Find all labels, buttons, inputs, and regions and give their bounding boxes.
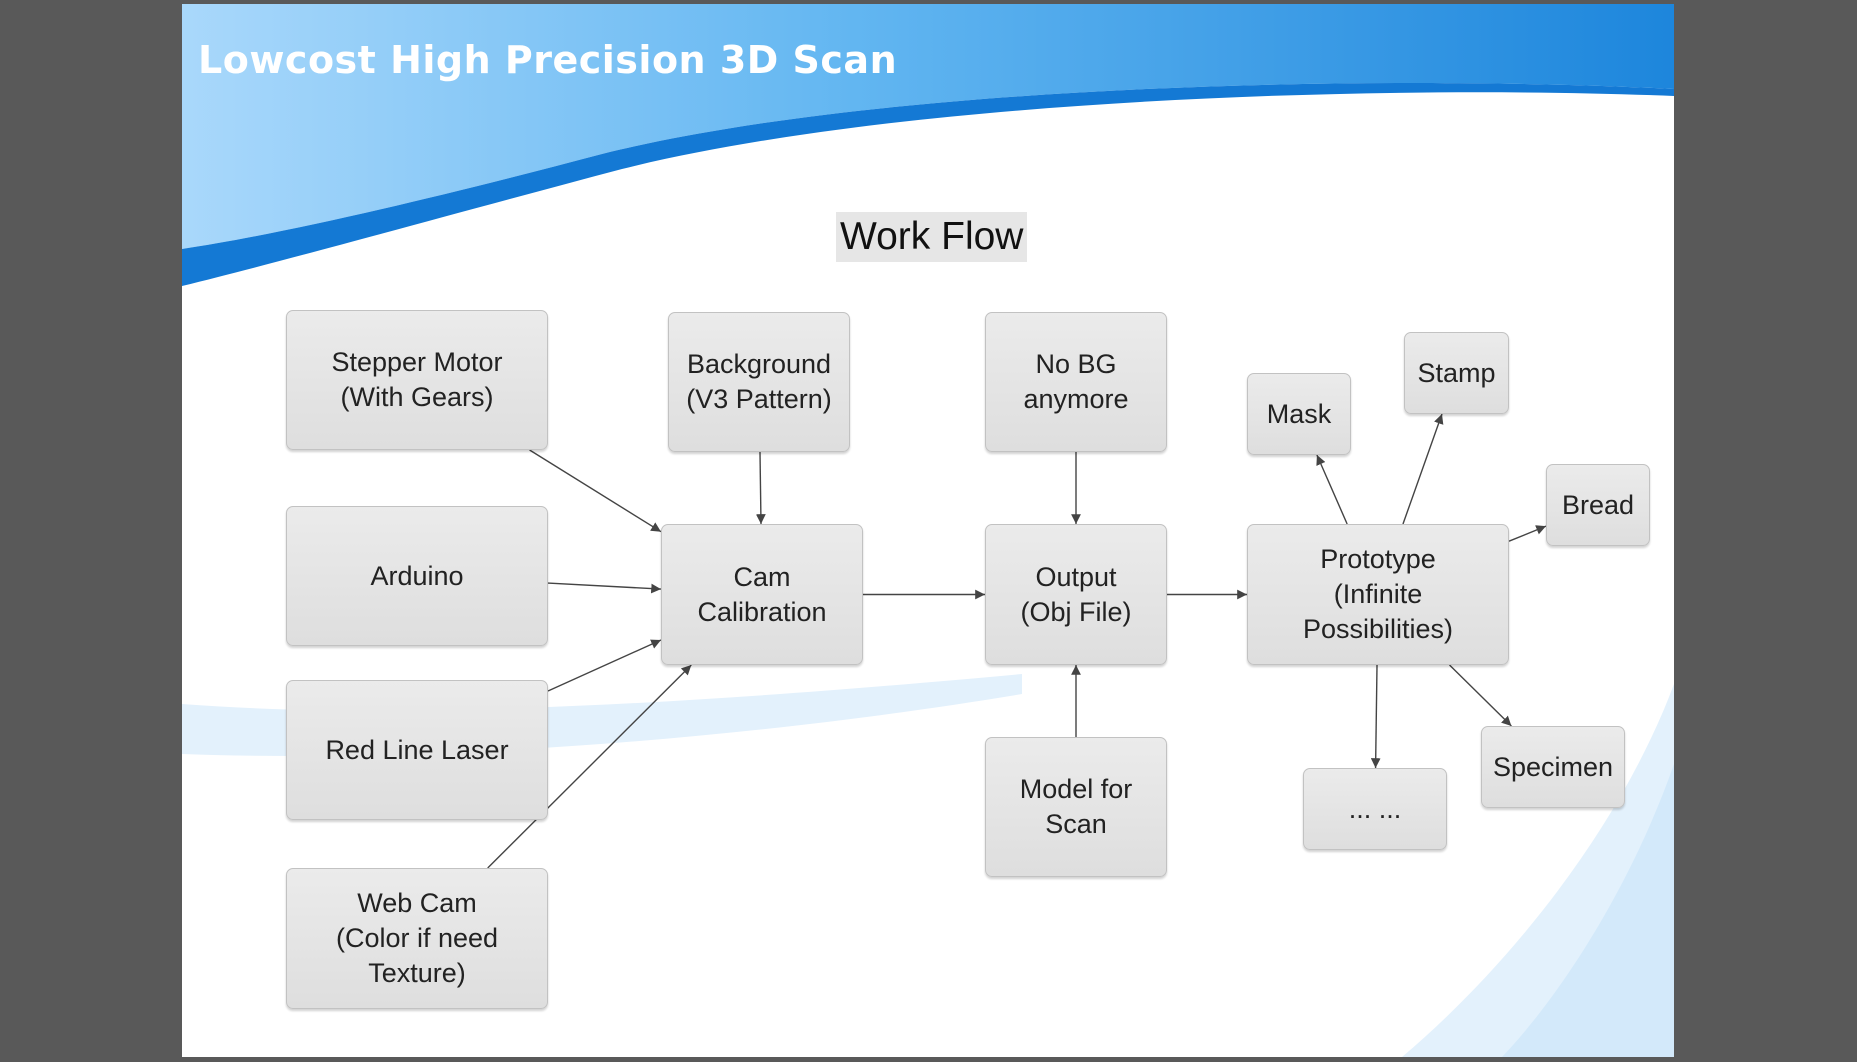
node-prototype: Prototype (Infinite Possibilities) bbox=[1247, 524, 1509, 665]
node-specimen: Specimen bbox=[1481, 726, 1625, 808]
slide-title: Lowcost High Precision 3D Scan bbox=[198, 38, 898, 82]
node-mask: Mask bbox=[1247, 373, 1351, 455]
slide: Lowcost High Precision 3D Scan Work Flow… bbox=[182, 4, 1674, 1057]
node-arduino: Arduino bbox=[286, 506, 548, 646]
node-stepper-motor: Stepper Motor (With Gears) bbox=[286, 310, 548, 450]
node-cam-calibration: Cam Calibration bbox=[661, 524, 863, 665]
node-output: Output (Obj File) bbox=[985, 524, 1167, 665]
node-more: ... ... bbox=[1303, 768, 1447, 850]
node-red-line-laser: Red Line Laser bbox=[286, 680, 548, 820]
node-background: Background (V3 Pattern) bbox=[668, 312, 850, 452]
node-stamp: Stamp bbox=[1404, 332, 1509, 414]
workflow-heading: Work Flow bbox=[836, 212, 1028, 262]
node-web-cam: Web Cam (Color if need Texture) bbox=[286, 868, 548, 1009]
node-bread: Bread bbox=[1546, 464, 1650, 546]
node-no-bg: No BG anymore bbox=[985, 312, 1167, 452]
node-model-for-scan: Model for Scan bbox=[985, 737, 1167, 877]
header-banner bbox=[182, 4, 1674, 249]
pale-swoosh-right-inner bbox=[1502, 764, 1674, 1057]
